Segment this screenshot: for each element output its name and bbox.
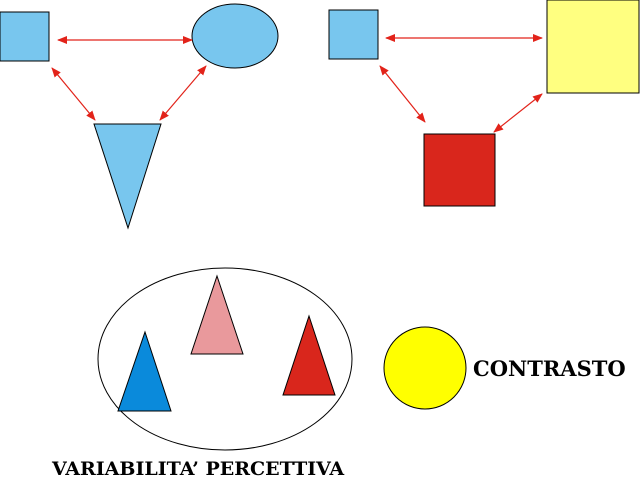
red-triangle xyxy=(282,314,336,396)
arrow-blue-red xyxy=(379,65,426,123)
blue-triangle xyxy=(117,330,172,412)
yellow-square xyxy=(546,0,640,94)
yellow-circle xyxy=(383,326,467,410)
arrow-yellow-red xyxy=(493,93,543,133)
grouping-ellipse xyxy=(97,267,353,451)
arrow-square-triangle xyxy=(51,67,96,121)
contrast-label: CONTRASTO xyxy=(473,356,626,381)
pink-triangle xyxy=(190,274,244,355)
red-square xyxy=(423,133,496,207)
light-blue-square-right xyxy=(328,9,379,60)
light-blue-inverted-triangle xyxy=(93,123,162,230)
perceptual-variability-label: VARIABILITA’ PERCETTIVA xyxy=(52,458,345,480)
light-blue-ellipse xyxy=(191,3,279,69)
light-blue-square xyxy=(0,11,50,62)
arrow-ellipse-triangle xyxy=(159,65,207,121)
